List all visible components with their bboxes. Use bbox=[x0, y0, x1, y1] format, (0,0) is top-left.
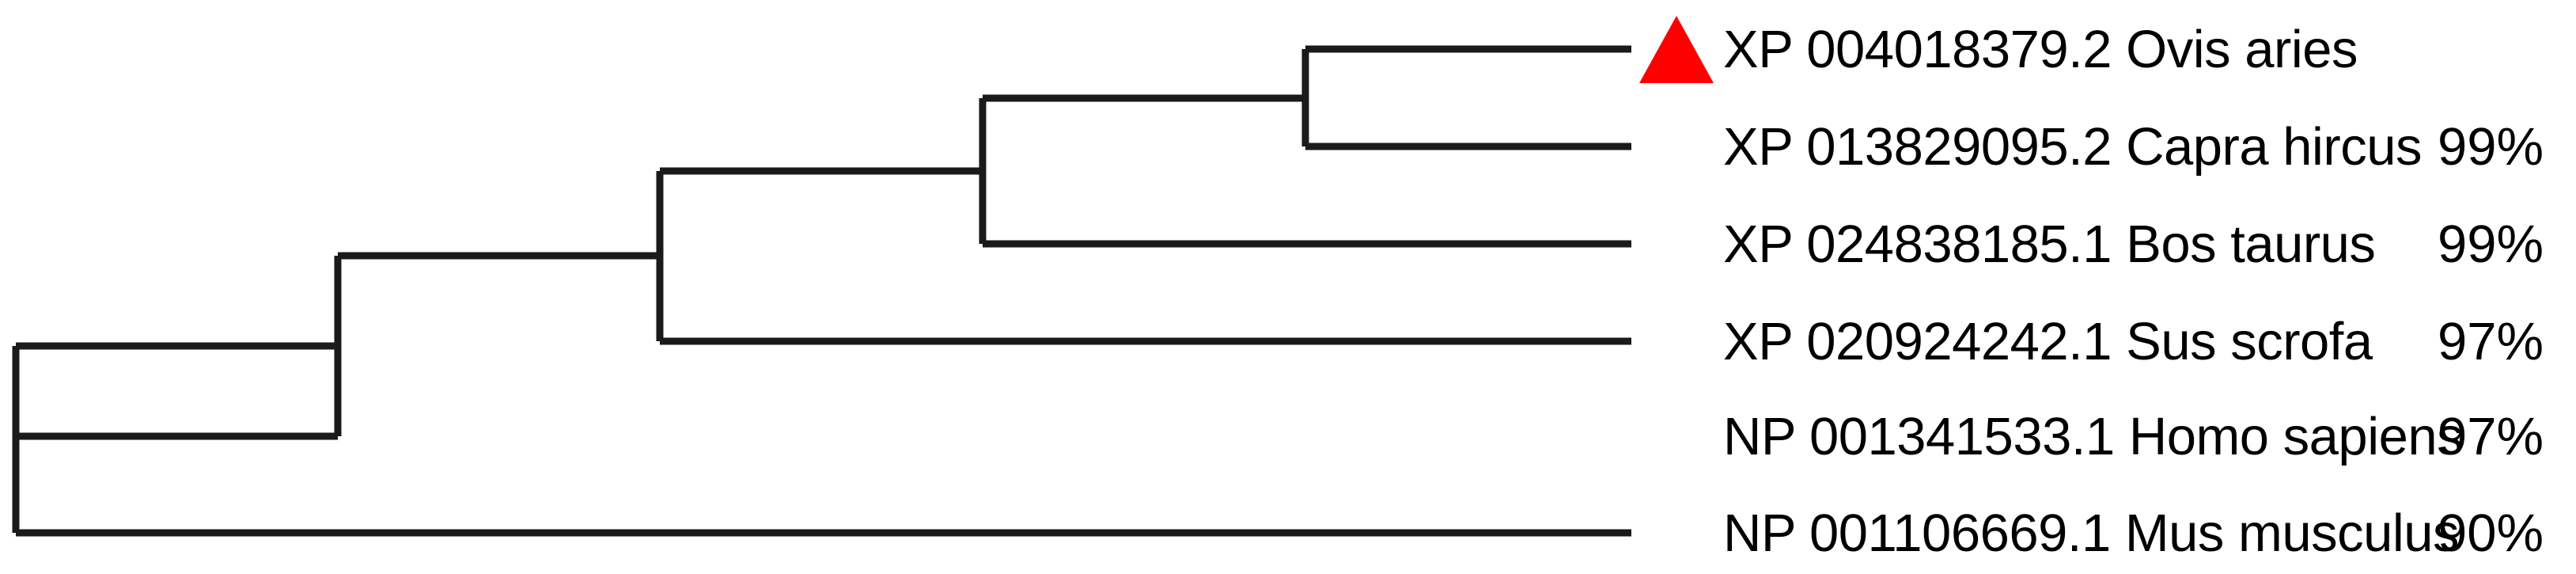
leaf-row-homo-sapiens: NP 001341533.1 Homo sapiens bbox=[1631, 390, 2464, 483]
leaf-row-sus-scrofa: XP 020924242.1 Sus scrofa bbox=[1631, 295, 2373, 388]
marker-slot-empty bbox=[1631, 100, 1723, 193]
identity-value-bos-taurus: 99% bbox=[2437, 214, 2544, 274]
identity-cell-bos-taurus: 99% bbox=[2405, 197, 2576, 291]
marker-slot-empty bbox=[1631, 486, 1723, 574]
leaf-row-capra-hircus: XP 013829095.2 Capra hircus bbox=[1631, 100, 2422, 193]
identity-value-mus-musculus: 90% bbox=[2437, 503, 2544, 563]
identity-cell-mus-musculus: 90% bbox=[2405, 486, 2576, 574]
red-triangle-icon bbox=[1639, 15, 1714, 83]
leaf-label-mus-musculus: NP 001106669.1 Mus musculus bbox=[1723, 503, 2460, 563]
leaf-row-mus-musculus: NP 001106669.1 Mus musculus bbox=[1631, 486, 2460, 574]
leaf-row-bos-taurus: XP 024838185.1 Bos taurus bbox=[1631, 197, 2376, 291]
identity-value-sus-scrofa: 97% bbox=[2437, 311, 2544, 371]
marker-slot-empty bbox=[1631, 197, 1723, 291]
red-triangle-icon-slot bbox=[1631, 2, 1723, 96]
identity-value-homo-sapiens: 97% bbox=[2437, 406, 2544, 466]
leaf-label-capra-hircus: XP 013829095.2 Capra hircus bbox=[1723, 116, 2422, 177]
marker-slot-empty bbox=[1631, 295, 1723, 388]
leaf-row-ovis-aries: XP 004018379.2 Ovis aries bbox=[1631, 2, 2358, 96]
identity-value-capra-hircus: 99% bbox=[2437, 116, 2544, 177]
identity-cell-ovis-aries bbox=[2405, 2, 2576, 96]
leaf-label-ovis-aries: XP 004018379.2 Ovis aries bbox=[1723, 19, 2358, 79]
identity-cell-homo-sapiens: 97% bbox=[2405, 390, 2576, 483]
identity-cell-capra-hircus: 99% bbox=[2405, 100, 2576, 193]
leaf-label-bos-taurus: XP 024838185.1 Bos taurus bbox=[1723, 214, 2376, 274]
leaf-label-sus-scrofa: XP 020924242.1 Sus scrofa bbox=[1723, 311, 2373, 371]
identity-cell-sus-scrofa: 97% bbox=[2405, 295, 2576, 388]
leaf-label-homo-sapiens: NP 001341533.1 Homo sapiens bbox=[1723, 406, 2464, 466]
marker-slot-empty bbox=[1631, 390, 1723, 483]
